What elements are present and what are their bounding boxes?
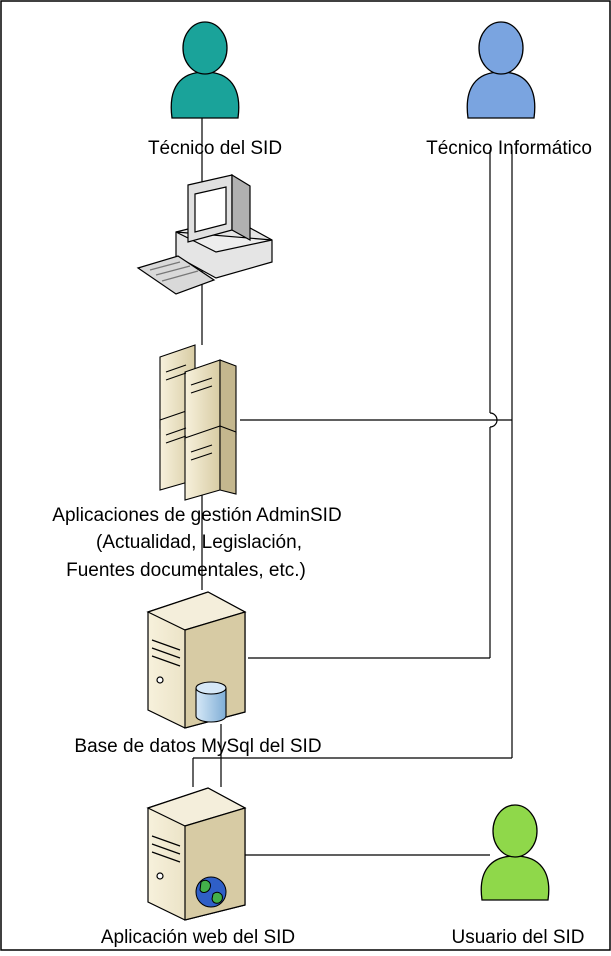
body — [170, 71, 240, 119]
web-server-icon — [146, 787, 247, 921]
label-aplicaciones-line3: Fuentes documentales, etc.) — [66, 560, 306, 581]
person-tecnico-informatico-icon — [466, 21, 536, 119]
server-cluster-icon — [159, 344, 237, 501]
label-aplicacion-web: Aplicación web del SID — [101, 927, 295, 948]
label-base-datos: Base de datos MySql del SID — [74, 736, 321, 757]
workstation-computer-icon — [136, 173, 273, 295]
label-usuario: Usuario del SID — [451, 927, 584, 948]
person-usuario-icon — [480, 804, 550, 901]
label-tecnico-sid: Técnico del SID — [148, 138, 282, 159]
database-cylinder-icon — [195, 681, 227, 723]
connectors — [192, 118, 513, 856]
line-hop — [489, 412, 498, 428]
label-aplicaciones-line2: (Actualidad, Legislación, — [96, 532, 302, 553]
label-aplicaciones-line1: Aplicaciones de gestión AdminSID — [52, 505, 341, 526]
label-tecnico-informatico: Técnico Informático — [426, 138, 592, 159]
globe-icon — [195, 876, 227, 908]
person-tecnico-sid-icon — [170, 21, 240, 119]
